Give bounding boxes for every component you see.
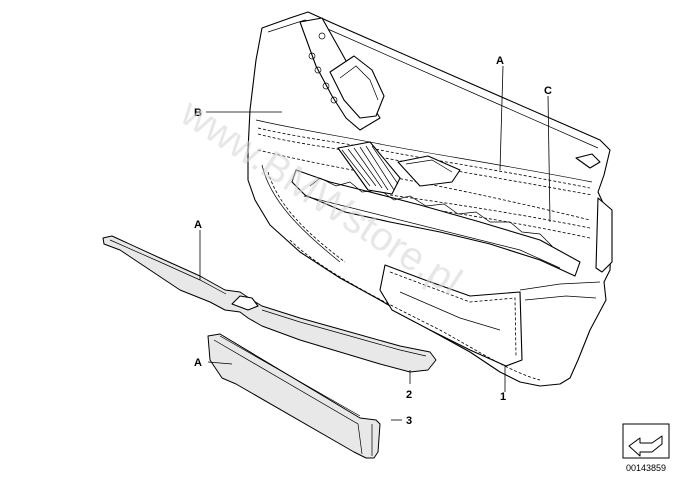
callout-b: B [194, 107, 202, 119]
catalog-number: 00143859 [626, 463, 666, 473]
callout-labels: A B C A A 2 3 1 [194, 55, 552, 427]
door-panel [247, 11, 613, 387]
cover-panel [207, 333, 381, 459]
leader-lines [199, 65, 551, 421]
catalog-badge: 00143859 [622, 423, 670, 473]
callout-a-cover-panel: A [194, 357, 202, 369]
callout-3: 3 [406, 415, 412, 427]
callout-2: 2 [406, 389, 412, 401]
trim-strip [102, 235, 437, 373]
callout-a-door-panel: A [496, 55, 504, 67]
callout-c: C [544, 85, 552, 97]
orientation-arrow-icon [628, 435, 663, 457]
callout-1: 1 [500, 391, 506, 403]
callout-a-trim-strip: A [194, 219, 202, 231]
